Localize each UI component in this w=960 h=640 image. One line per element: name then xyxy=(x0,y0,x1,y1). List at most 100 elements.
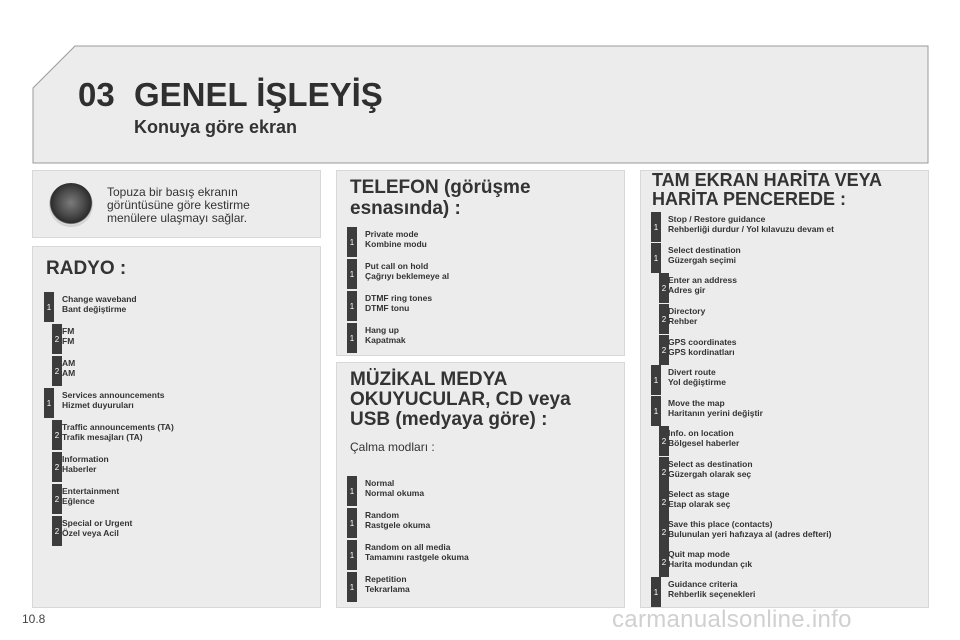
knob-description: Topuza bir basış ekranın görüntüsüne gör… xyxy=(107,185,250,225)
menu-item-label-tr: Eğlence xyxy=(62,496,95,506)
menu-item-label-en: Select as destination xyxy=(668,459,753,469)
level-badge: 1 xyxy=(651,396,661,426)
level-badge: 1 xyxy=(347,508,357,538)
menu-item-label-en: Guidance criteria xyxy=(668,579,738,589)
menu-item-label-en: Repetition xyxy=(365,574,407,584)
menu-item-label-tr: Adres gir xyxy=(668,285,706,295)
map-title-line1: TAM EKRAN HARİTA VEYA xyxy=(652,170,883,190)
map-title-line2: HARİTA PENCEREDE : xyxy=(652,189,847,209)
menu-item-label-tr: Bölgesel haberler xyxy=(668,438,740,448)
menu-item-text: Traffic announcements (TA)Trafik mesajla… xyxy=(62,422,174,442)
menu-item-label-tr: Tamamını rastgele okuma xyxy=(365,552,469,562)
map-panel xyxy=(640,170,929,608)
phone-title-line2: esnasında) : xyxy=(350,198,461,219)
page-title: GENEL İŞLEYİŞ xyxy=(134,76,383,113)
level-badge: 2 xyxy=(659,335,669,365)
menu-item-label-tr: DTMF tonu xyxy=(365,303,410,313)
watermark: carmanualsonline.info xyxy=(612,606,852,633)
music-title-line1: MÜZİKAL MEDYA xyxy=(350,369,508,390)
music-title-line2: OKUYUCULAR, CD veya xyxy=(350,389,571,410)
menu-item-label-tr: Özel veya Acil xyxy=(62,528,119,538)
menu-item-label-en: Normal xyxy=(365,478,395,488)
play-modes-label: Çalma modları : xyxy=(350,440,435,454)
menu-item-label-en: Services announcements xyxy=(62,390,165,400)
music-panel xyxy=(336,362,625,608)
level-badge: 1 xyxy=(347,291,357,321)
menu-item-label-tr: Haberler xyxy=(62,464,97,474)
menu-item-text: Save this place (contacts)Bulunulan yeri… xyxy=(668,519,831,539)
level-badge: 1 xyxy=(347,259,357,289)
menu-item-label-en: Select destination xyxy=(668,245,741,255)
menu-item-label-en: Random on all media xyxy=(365,542,451,552)
level-badge: 2 xyxy=(52,356,62,386)
menu-item-label-en: Info. on location xyxy=(668,428,734,438)
menu-item-label-tr: Trafik mesajları (TA) xyxy=(62,432,143,442)
level-badge: 2 xyxy=(659,547,669,577)
music-title-line3: USB (medyaya göre) : xyxy=(350,409,548,430)
control-knob-icon xyxy=(49,183,93,227)
menu-item-label-en: Special or Urgent xyxy=(62,518,133,528)
level-badge: 2 xyxy=(659,426,669,456)
menu-item-label-en: Hang up xyxy=(365,325,399,335)
menu-item-label-tr: Çağrıyı beklemeye al xyxy=(365,271,450,281)
level-badge: 2 xyxy=(52,420,62,450)
level-badge: 1 xyxy=(651,365,661,395)
radio-title: RADYO : xyxy=(46,258,127,279)
menu-item-label-tr: Etap olarak seç xyxy=(668,499,731,509)
menu-item-label-tr: Rehberlik seçenekleri xyxy=(668,589,756,599)
menu-item-label-en: Quit map mode xyxy=(668,549,730,559)
page-subtitle: Konuya göre ekran xyxy=(134,117,298,137)
level-badge: 1 xyxy=(44,292,54,322)
menu-item-label-en: Stop / Restore guidance xyxy=(668,214,766,224)
menu-item-label-tr: Kombine modu xyxy=(365,239,427,249)
menu-item-label-en: Information xyxy=(62,454,109,464)
level-badge: 1 xyxy=(44,388,54,418)
menu-item-label-en: Select as stage xyxy=(668,489,730,499)
level-badge: 2 xyxy=(659,457,669,487)
menu-item-label-en: Private mode xyxy=(365,229,419,239)
menu-item-label-en: GPS coordinates xyxy=(668,337,737,347)
menu-item-label-tr: AM xyxy=(62,368,76,378)
menu-item-label-tr: Bulunulan yeri hafızaya al (adres defter… xyxy=(668,529,832,539)
menu-item-label-en: DTMF ring tones xyxy=(365,293,433,303)
menu-item-label-en: Put call on hold xyxy=(365,261,429,271)
menu-item-label-tr: FM xyxy=(62,336,75,346)
menu-item-label-en: Random xyxy=(365,510,399,520)
menu-item-label-tr: Güzergah seçimi xyxy=(668,255,737,265)
level-badge: 1 xyxy=(347,227,357,257)
header-banner xyxy=(32,45,929,164)
menu-item-label-tr: Tekrarlama xyxy=(365,584,410,594)
